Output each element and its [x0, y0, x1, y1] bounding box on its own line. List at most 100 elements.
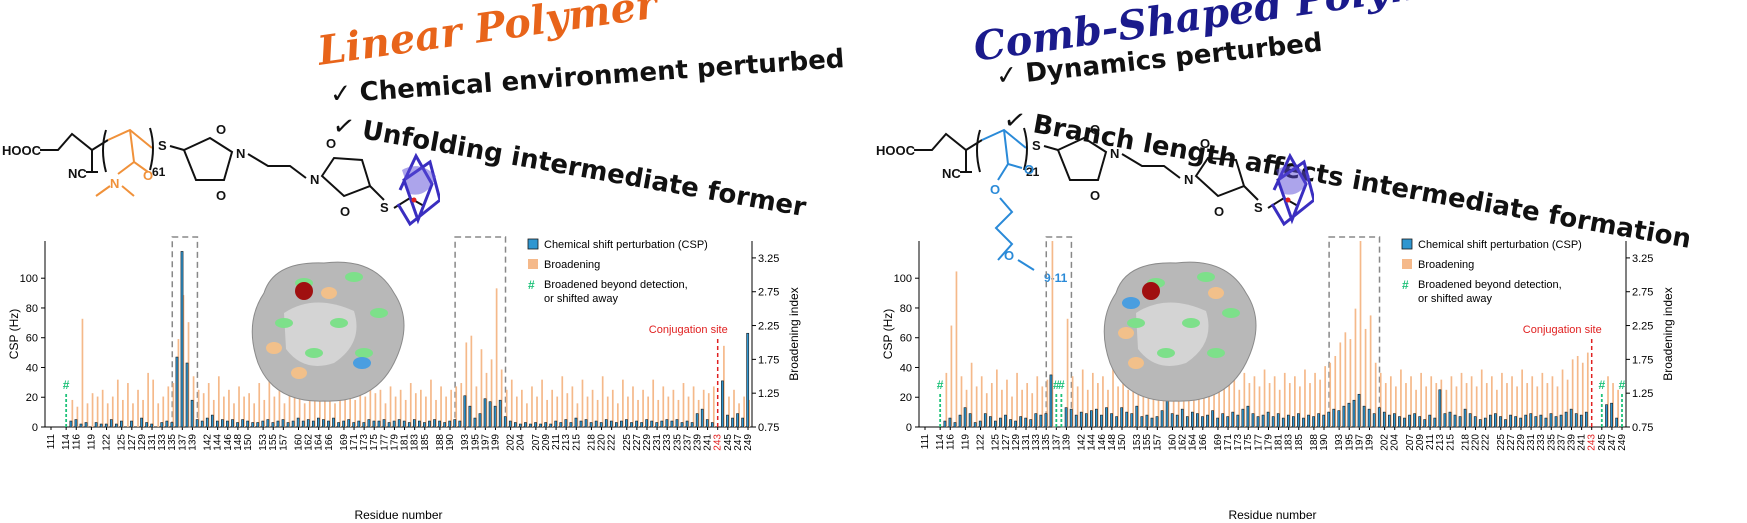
csp-bar [74, 419, 78, 428]
broadening-bar [475, 386, 478, 427]
csp-bar [1044, 413, 1048, 428]
broadening-bar [1511, 376, 1513, 427]
csp-bar [988, 416, 992, 428]
broadening-bar [1354, 308, 1357, 427]
csp-bar [700, 408, 704, 428]
perturbed-region-green [355, 348, 373, 358]
csp-bar [246, 420, 250, 428]
csp-bar [1509, 414, 1512, 428]
conjugation-site-label: Conjugation site [649, 324, 728, 336]
broadening-bar [1243, 372, 1246, 427]
x-tick-label: 241 [703, 434, 714, 451]
x-tick-label: 122 [976, 434, 987, 451]
csp-bar [584, 419, 588, 428]
csp-bar [1569, 408, 1573, 428]
perturbed-region-green [370, 308, 388, 318]
y-tick-label: 20 [900, 392, 912, 404]
x-tick-label: 211 [1425, 434, 1436, 450]
x-tick-label: 162 [1178, 434, 1189, 451]
x-tick-label: 133 [1031, 434, 1042, 451]
csp-bar [1049, 374, 1053, 428]
csp-bar [301, 420, 305, 428]
x-tick-label: 135 [167, 434, 178, 451]
y-axis-label: CSP (Hz) [881, 309, 895, 359]
csp-bar [428, 420, 431, 428]
y2-axis-label: Broadening index [787, 287, 801, 380]
legend-swatch-hash: # [1402, 278, 1409, 292]
broadening-bar [1102, 376, 1104, 427]
legend-swatch-broadening [1402, 259, 1412, 269]
csp-bar [1367, 408, 1371, 428]
broadening-bar [627, 396, 629, 427]
broadening-bar [1137, 383, 1140, 427]
x-tick-label: 207 [1405, 434, 1416, 451]
broadening-bar [1213, 372, 1215, 427]
csp-bar [79, 423, 83, 428]
broadening-bar [1415, 389, 1417, 427]
x-tick-label: 169 [339, 434, 350, 451]
csp-bar [978, 420, 982, 428]
csp-bar [1302, 417, 1305, 428]
csp-bar [221, 419, 224, 428]
protein-fold [402, 166, 436, 195]
nitrogen-label: N [310, 172, 319, 187]
broadening-bar [1273, 376, 1276, 427]
csp-bar [104, 423, 108, 428]
repeat-count-subscript: 21 [1026, 165, 1040, 179]
csp-bar [1170, 413, 1174, 428]
csp-bar [1084, 413, 1088, 428]
csp-bar [1175, 414, 1179, 428]
x-tick-label: 207 [531, 434, 542, 451]
csp-bar [1155, 416, 1159, 428]
perturbed-region-green [330, 318, 348, 328]
csp-bar [554, 420, 558, 428]
csp-bar [1615, 417, 1619, 428]
x-tick-label: 188 [1309, 434, 1320, 451]
x-tick-label: 202 [506, 434, 517, 451]
csp-bar [1579, 414, 1583, 428]
broadening-bar [500, 369, 503, 427]
csp-bar [1236, 414, 1240, 428]
csp-bar [1433, 417, 1437, 428]
x-tick-label: 247 [733, 434, 744, 451]
csp-bar [1448, 411, 1452, 428]
x-tick-label: 146 [1097, 434, 1108, 451]
y-tick-label: 0 [906, 422, 912, 434]
broadening-bar [217, 376, 220, 427]
csp-bar [705, 419, 709, 428]
x-tick-label: 243 [713, 434, 724, 451]
csp-bar [559, 422, 563, 428]
peg-branch [1017, 259, 1035, 271]
broadening-bar [1157, 389, 1160, 427]
csp-bar [1428, 414, 1432, 428]
comb-polymer-panel: Comb-Shaped Polymer ✓Dynamics perturbed … [874, 0, 1747, 523]
broadening-bar [748, 399, 750, 427]
x-tick-label: 148 [1107, 434, 1118, 451]
csp-bar [150, 423, 154, 428]
broadening-bar [606, 396, 609, 427]
succinimide-ring [320, 156, 372, 198]
csp-bar [983, 413, 987, 428]
csp-bar [579, 420, 583, 428]
broadening-bar [1187, 386, 1190, 427]
broadening-bar [384, 403, 387, 427]
x-tick-label: 164 [1188, 434, 1199, 451]
csp-bar [1544, 417, 1548, 428]
csp-bar [438, 420, 441, 428]
broadening-bar [106, 403, 109, 427]
broadening-bar [288, 379, 291, 427]
broadening-bar [152, 379, 155, 427]
broadening-bar [389, 386, 392, 427]
csp-bar [1241, 408, 1245, 428]
broadening-bar [1263, 369, 1266, 427]
broadening-bar [243, 396, 245, 427]
oxygen-label: O [1090, 188, 1100, 203]
broadening-bar [212, 399, 215, 427]
broadening-bar [723, 345, 725, 427]
broadening-bar [1440, 379, 1443, 427]
legend-swatch-broadening [528, 259, 538, 269]
broadening-bar [1445, 389, 1448, 427]
csp-bar [1382, 411, 1386, 428]
x-tick-label: 209 [541, 434, 552, 451]
legend-swatch-csp [1401, 238, 1413, 250]
